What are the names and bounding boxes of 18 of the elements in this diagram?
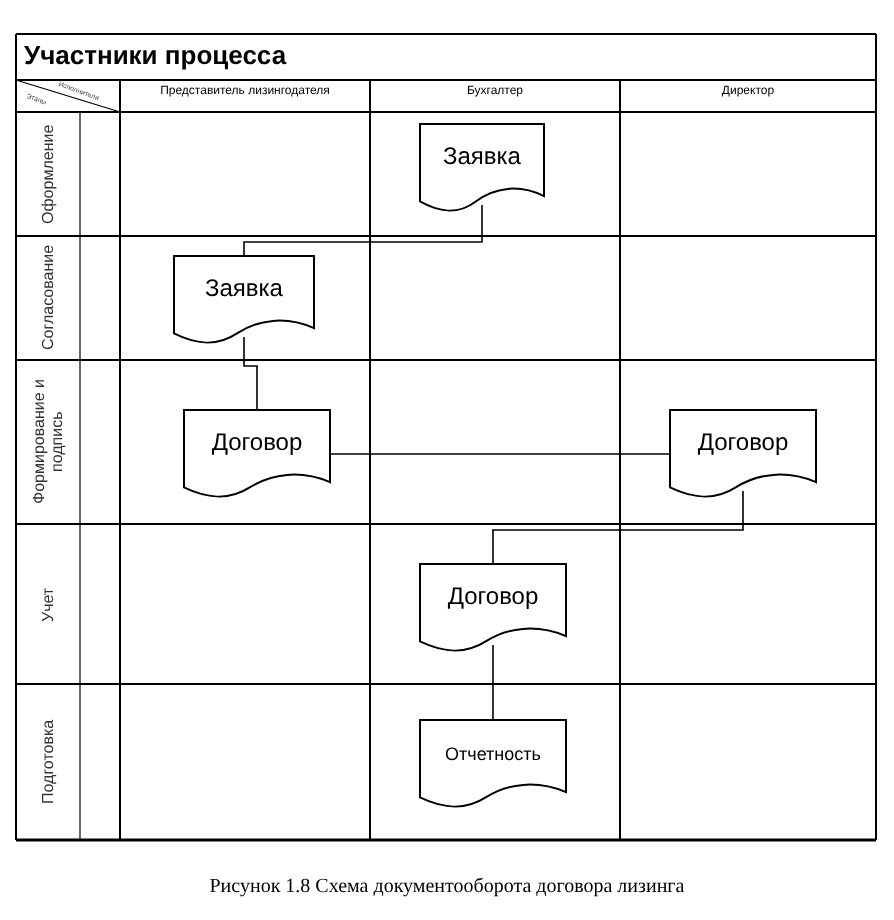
connector-line [492, 490, 744, 565]
connector-line [243, 204, 483, 257]
stage-label: Формирование и подпись [28, 377, 68, 509]
stage-label: Согласование [37, 243, 59, 354]
document-shape: Договор [420, 564, 566, 652]
connector-line [492, 644, 494, 721]
document-shape: Отчетность [420, 720, 566, 808]
stage-label: Оформление [37, 122, 59, 228]
document-shape: Заявка [420, 124, 544, 212]
document-shape: Договор [184, 410, 330, 498]
figure-caption: Рисунок 1.8 Схема документооборота договора лизинга [207, 876, 687, 898]
document-shape: Заявка [174, 256, 314, 344]
document-shape: Договор [670, 410, 816, 498]
table-title: Участники процесса [24, 40, 287, 70]
connector-line [243, 336, 258, 411]
stage-label: Подготовка [37, 717, 59, 809]
connector-line [329, 453, 671, 455]
stage-label: Учет [37, 584, 59, 626]
